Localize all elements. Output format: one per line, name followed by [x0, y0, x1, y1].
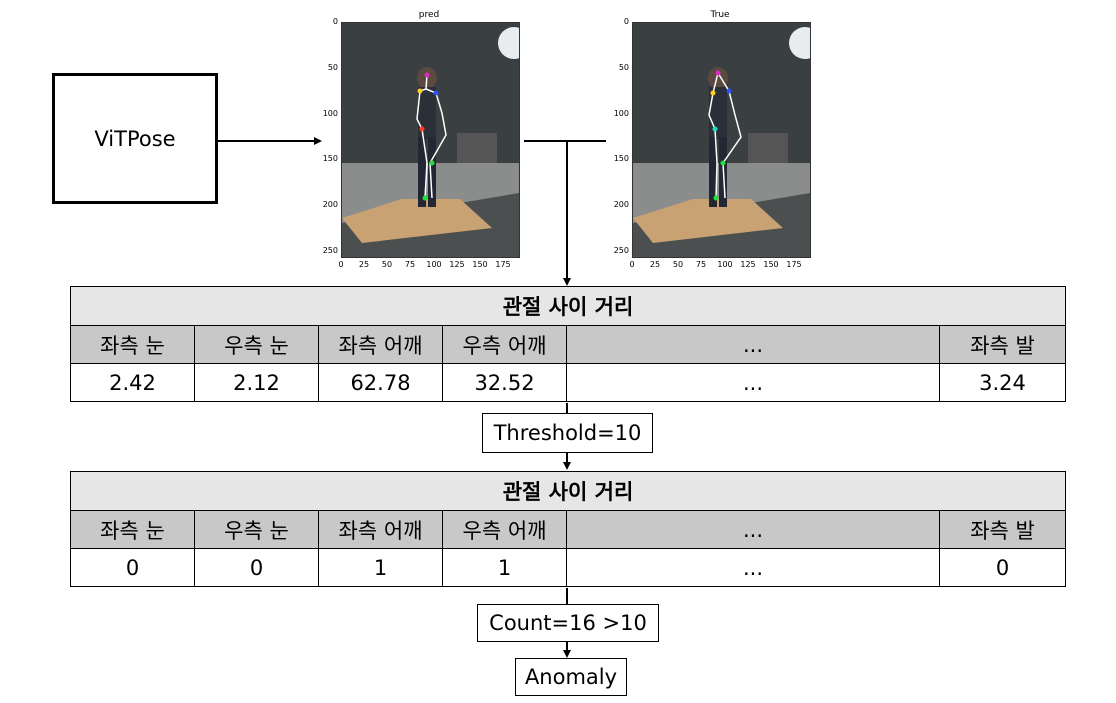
- binary-table: 관절 사이 거리 좌측 눈 우측 눈 좌측 어깨 우측 어깨 ... 좌측 발 …: [69, 471, 1067, 587]
- pred-xtick: 50: [381, 260, 393, 269]
- table-cell: 0: [194, 548, 319, 587]
- true-xtick: 175: [786, 260, 802, 269]
- connector-to-table2: [566, 453, 568, 462]
- pred-xtick: 125: [449, 260, 465, 269]
- anomaly-box: Anomaly: [515, 658, 627, 696]
- pred-ytick: 100: [322, 109, 338, 118]
- distance-table: 관절 사이 거리 좌측 눈 우측 눈 좌측 어깨 우측 어깨 ... 좌측 발 …: [69, 286, 1067, 402]
- pred-ytick: 50: [327, 63, 338, 72]
- table-cell: 0: [70, 548, 195, 587]
- connector-to-anomaly: [566, 642, 568, 650]
- count-box: Count=16 >10: [477, 604, 659, 642]
- pred-ytick: 0: [332, 17, 338, 26]
- table-header: ...: [566, 510, 940, 549]
- arrow-head-down: [563, 650, 571, 658]
- arrow-head-down: [563, 462, 571, 470]
- true-pose-image: [632, 22, 811, 258]
- vitpose-box: ViTPose: [52, 73, 218, 204]
- true-xtick: 100: [717, 260, 733, 269]
- table-cell: ...: [566, 548, 940, 587]
- true-xtick: 25: [649, 260, 661, 269]
- pred-xtick: 100: [426, 260, 442, 269]
- table-cell: ...: [566, 363, 940, 402]
- threshold-box: Threshold=10: [482, 413, 653, 453]
- true-xtick: 150: [763, 260, 779, 269]
- true-xtick: 75: [695, 260, 707, 269]
- connector-to-threshold: [566, 403, 568, 413]
- table-cell: 2.12: [194, 363, 319, 402]
- true-xtick: 125: [740, 260, 756, 269]
- arrow-head-down: [563, 278, 571, 286]
- pred-plot-title: pred: [418, 10, 440, 20]
- pred-xtick: 75: [404, 260, 416, 269]
- true-ytick: 0: [623, 17, 629, 26]
- pred-ytick: 200: [322, 200, 338, 209]
- table-header: 우측 눈: [194, 510, 319, 549]
- pred-xtick: 175: [495, 260, 511, 269]
- true-ytick: 50: [618, 63, 629, 72]
- connector-to-count: [566, 588, 568, 604]
- true-xtick: 50: [672, 260, 684, 269]
- table-cell: 0: [938, 548, 1067, 587]
- table-header: 좌측 눈: [70, 510, 195, 549]
- table-cell: 1: [318, 548, 443, 587]
- table-header: 우측 눈: [194, 325, 319, 364]
- true-ytick: 100: [613, 109, 629, 118]
- table-header: 좌측 어깨: [318, 325, 443, 364]
- pred-xtick: 150: [472, 260, 488, 269]
- table-header: ...: [566, 325, 940, 364]
- true-ytick: 250: [613, 246, 629, 255]
- table-cell: 1: [442, 548, 567, 587]
- table-header: 우측 어깨: [442, 325, 567, 364]
- table-header: 좌측 발: [938, 325, 1067, 364]
- pred-xtick: 0: [338, 260, 344, 269]
- connector-down-to-table1: [566, 140, 568, 278]
- table-cell: 2.42: [70, 363, 195, 402]
- table-cell: 3.24: [938, 363, 1067, 402]
- true-ytick: 200: [613, 200, 629, 209]
- table-header: 우측 어깨: [442, 510, 567, 549]
- pred-ytick: 150: [322, 154, 338, 163]
- table-header: 좌측 발: [938, 510, 1067, 549]
- table-cell: 62.78: [318, 363, 443, 402]
- threshold-label: Threshold=10: [493, 421, 642, 445]
- true-plot-title: True: [710, 10, 730, 20]
- pred-ytick: 250: [322, 246, 338, 255]
- table-header: 좌측 눈: [70, 325, 195, 364]
- table-header: 좌측 어깨: [318, 510, 443, 549]
- connector-between-plots: [524, 140, 606, 142]
- table-title: 관절 사이 거리: [69, 471, 1067, 511]
- pred-xtick: 25: [358, 260, 370, 269]
- table-title: 관절 사이 거리: [69, 286, 1067, 326]
- pred-pose-image: [341, 22, 520, 258]
- arrow-head-right: [314, 137, 322, 145]
- true-xtick: 0: [629, 260, 635, 269]
- vitpose-label: ViTPose: [94, 126, 176, 151]
- anomaly-label: Anomaly: [524, 665, 618, 689]
- true-ytick: 150: [613, 154, 629, 163]
- table-cell: 32.52: [442, 363, 567, 402]
- count-label: Count=16 >10: [489, 611, 647, 635]
- arrow-vitpose-to-pred: [218, 140, 314, 142]
